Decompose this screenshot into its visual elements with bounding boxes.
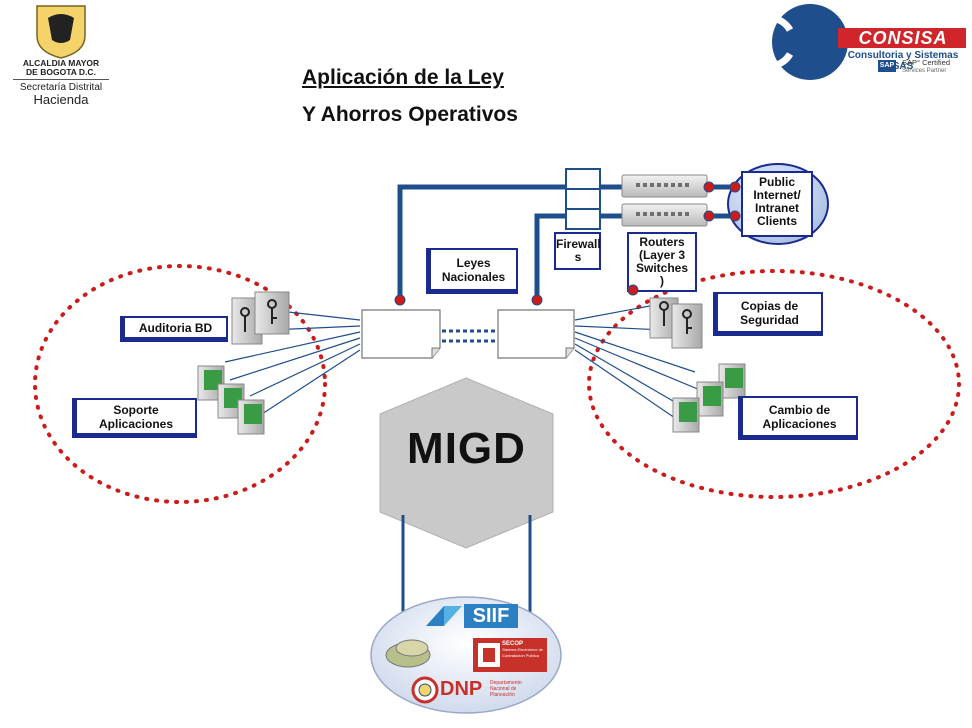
public-clients-label-box [741,171,813,237]
secop-logo-text: SECOP Sistema Electrónico de Contratació… [502,641,543,658]
siif-logo-icon [426,604,518,628]
firewall-label-box [554,232,601,270]
migd-label: MIGD [407,424,526,473]
switch-icon [621,174,708,227]
left-zone-ellipse [33,264,327,504]
page-title-line-2: Y Ahorros Operativos [302,103,518,126]
bogota-logo-text: ALCALDIA MAYOR DE BOGOTA D.C. Secretaría… [0,59,122,107]
dnp-logo-subtext: Departamento Nacional de Planeación [490,680,522,698]
auditoria-bd-label: Auditoria BD [120,316,228,342]
bottom-links [401,515,532,615]
migd-hexagon [379,377,554,549]
money-server-icon [672,363,746,433]
right-document-icon [497,309,575,359]
routers-label: Routers(Layer 3 Switches) [635,235,689,288]
left-document-icon [361,309,441,359]
money-pile-icon [385,639,431,668]
page-title-line-1: Aplicación de la Ley [302,66,504,89]
logo-line-1: ALCALDIA MAYOR [22,58,100,68]
consisa-subtitle: Consultoria y Sistemas SAS [847,50,959,72]
sap-logo-text: SAP [879,62,895,69]
consisa-logo-icon [741,4,966,80]
right-zone-ellipse [587,269,961,499]
secop-logo-icon [473,638,547,672]
logo-line-3: Secretaría Distrital [19,82,103,93]
consisa-brand: CONSISA [858,28,948,48]
logo-line-4: Hacienda [33,92,89,107]
connection-dots [394,181,741,306]
money-server-icon [197,365,265,435]
dnp-logo-text: DNP [440,678,483,700]
routers-label-box [627,232,697,292]
firewall-icon [565,168,601,230]
safe-key-icon [649,297,703,349]
logo-line-2: DE BOGOTA D.C. [26,67,96,77]
siif-logo-text: SIIF [472,605,510,627]
sap-certified-text: SAP° Certified Services Partner [902,58,951,75]
dnp-logo-icon [411,676,439,704]
bogota-shield-icon [36,5,86,59]
right-fan-lines [574,304,701,419]
safe-key-icon [231,291,290,345]
